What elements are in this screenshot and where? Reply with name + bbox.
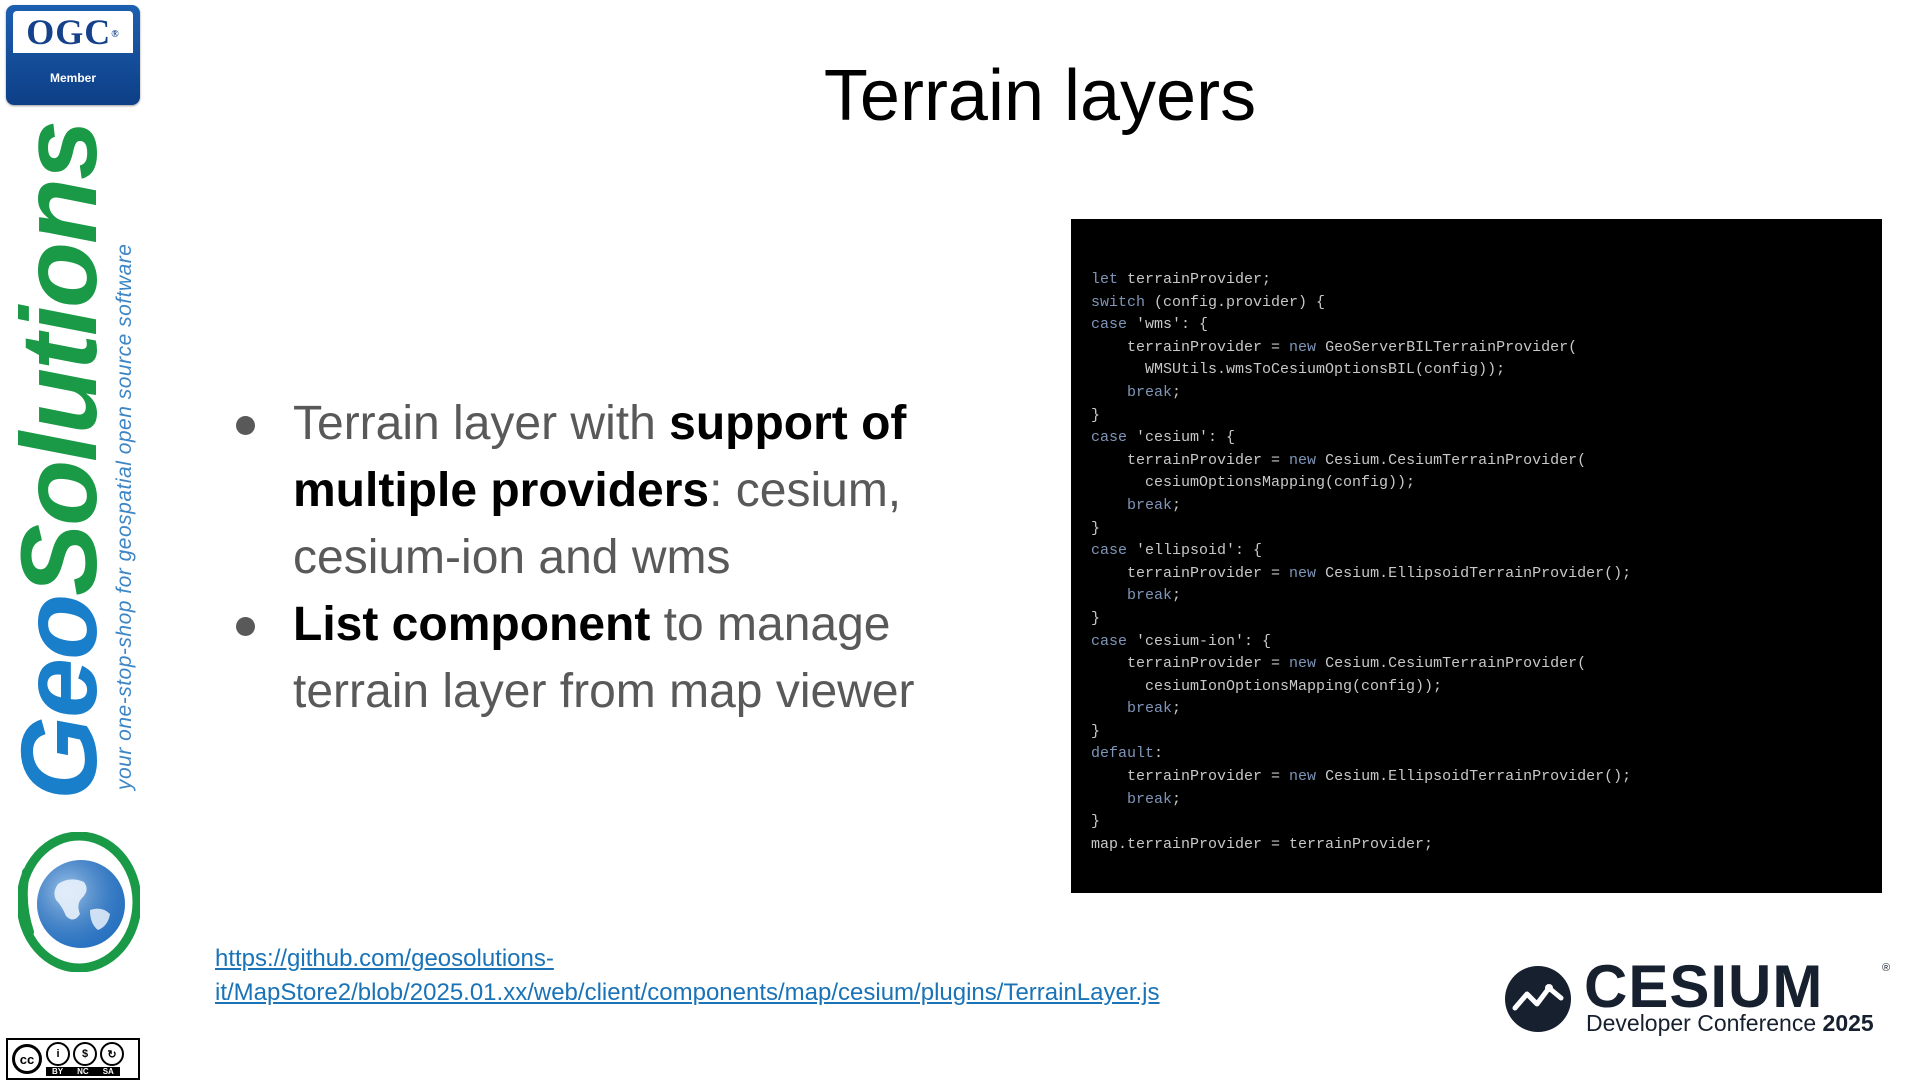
brand-tagline: your one-stop-shop for geospatial open s… [113,243,136,790]
code-line: } [1091,406,1101,424]
sa-icon: ↻ [100,1042,124,1066]
cesium-wordmark: CESIUM [1584,953,1824,1020]
cesium-conference-logo: CESIUM ® Developer Conference 2025 [1500,953,1900,1058]
cesium-year: 2025 [1822,1010,1874,1036]
code-line: case 'cesium-ion': { [1091,632,1272,650]
code-line: break; [1127,383,1182,401]
brand-name-solutions: Solutions [0,121,119,596]
cc-terms: i $ ↻ BY NC SA [46,1042,124,1076]
code-line: } [1091,722,1101,740]
cc-label-nc: NC [77,1067,89,1076]
code-line: terrainProvider = new Cesium.EllipsoidTe… [1091,564,1632,582]
code-line: terrainProvider = new Cesium.CesiumTerra… [1091,655,1587,673]
cc-icon: cc [12,1044,42,1074]
code-line: let terrainProvider; [1091,271,1272,288]
source-link-line2[interactable]: it/MapStore2/blob/2025.01.xx/web/client/… [215,979,1160,1006]
brand-name: GeoSolutions [0,122,119,800]
code-line: terrainProvider = new Cesium.CesiumTerra… [1091,451,1587,469]
code-line: WMSUtils.wmsToCesiumOptionsBIL(config)); [1091,361,1506,379]
bullet-list: Terrain layer with support of multiple p… [230,390,950,725]
code-line: terrainProvider = new GeoServerBILTerrai… [1091,338,1578,356]
cc-term-labels: BY NC SA [46,1067,120,1076]
code-line: } [1091,609,1101,627]
cc-term-icons: i $ ↻ [46,1042,124,1066]
geosolutions-logo: GeoSolutions your one-stop-shop for geos… [0,122,145,800]
bullet-text: to manage terrain layer from map viewer [293,598,915,718]
code-line: break; [1127,587,1182,605]
cesium-registered-mark: ® [1882,962,1891,974]
code-line: break; [1127,700,1182,718]
nc-icon: $ [73,1042,97,1066]
cc-license-badge: cc i $ ↻ BY NC SA [6,1038,140,1080]
code-block: let terrainProvider; switch (config.provi… [1091,269,1631,856]
code-line: cesiumOptionsMapping(config)); [1091,474,1416,492]
code-line: map.terrainProvider = terrainProvider; [1091,835,1434,853]
by-icon: i [46,1042,70,1066]
bullet-dot-icon [236,617,255,636]
cesium-subtitle: Developer Conference 2025 [1586,1010,1874,1037]
slide-title: Terrain layers [823,56,1257,136]
code-line: cesiumIonOptionsMapping(config)); [1091,677,1443,695]
bullet-item: Terrain layer with support of multiple p… [230,390,950,591]
ogc-logo-text: OGC [26,12,112,52]
bullet-text: Terrain layer with [293,397,670,450]
code-line: switch (config.provider) { [1091,293,1326,311]
cc-label-sa: SA [102,1067,114,1076]
ogc-logo: OGC® [13,11,133,53]
code-line: break; [1127,496,1182,514]
brand-name-geo: Geo [0,595,119,800]
code-panel: let terrainProvider; switch (config.provi… [1071,219,1882,893]
code-line: } [1091,519,1101,537]
code-line: case 'wms': { [1091,316,1209,334]
code-line: default: [1091,745,1164,763]
ogc-registered-mark: ® [111,28,120,40]
bullet-bold-text: List component [293,598,651,651]
bullet-bold-text: support of multiple providers [293,397,907,517]
ogc-member-label: Member [49,71,96,85]
source-link-line1[interactable]: https://github.com/geosolutions- [215,945,554,972]
code-line: case 'ellipsoid': { [1091,542,1263,560]
cesium-subtitle-text: Developer Conference [1586,1010,1823,1036]
bullet-dot-icon [236,416,255,435]
code-line: } [1091,813,1101,831]
code-line: case 'cesium': { [1091,429,1236,447]
globe-icon [18,832,140,972]
source-link[interactable]: https://github.com/geosolutions- it/MapS… [215,942,1160,1010]
bullet-item: List component to manage terrain layer f… [230,591,950,725]
code-line: break; [1127,790,1182,808]
cesium-mark-icon [1505,966,1571,1032]
bullet-text: : cesium, cesium-ion and wms [293,464,902,584]
code-line: terrainProvider = new Cesium.EllipsoidTe… [1091,768,1632,786]
ogc-member-badge: OGC® Member [6,5,140,105]
cc-label-by: BY [52,1067,64,1076]
